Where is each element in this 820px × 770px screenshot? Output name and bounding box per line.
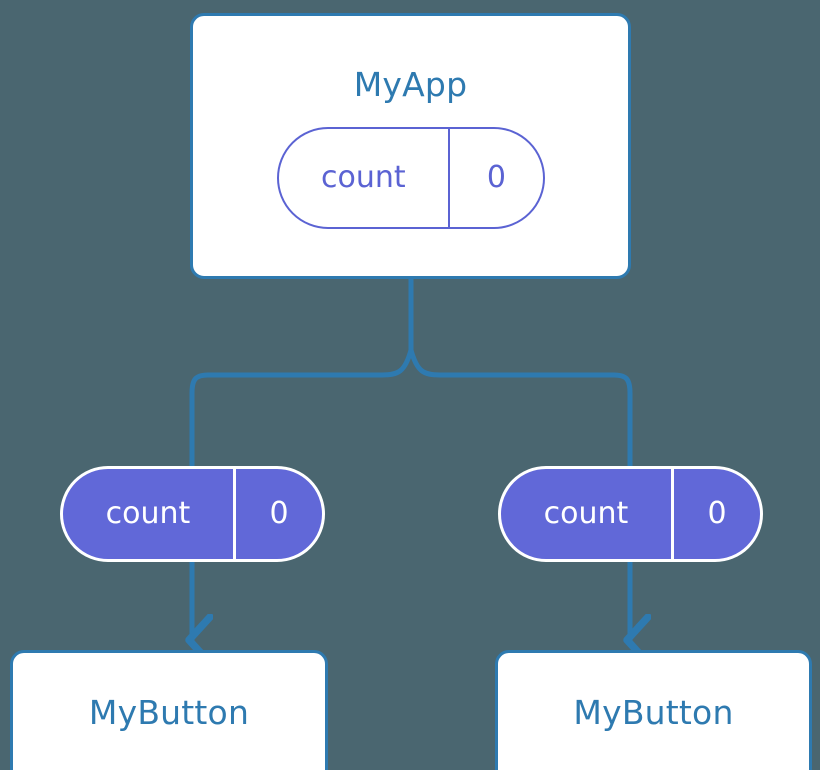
prop-flow-branch-right (408, 347, 633, 469)
state-pill-value: 0 (233, 469, 322, 559)
state-pill-value: 0 (671, 469, 760, 559)
component-box-mybutton-right[interactable]: MyButton (495, 650, 812, 770)
component-box-mybutton-left[interactable]: MyButton (10, 650, 328, 770)
state-pill-key: count (543, 496, 629, 531)
component-title-mybutton: MyButton (573, 693, 734, 732)
state-pill-myapp[interactable]: count 0 (277, 127, 545, 229)
state-pill-child-right[interactable]: count 0 (498, 466, 763, 562)
component-title-mybutton: MyButton (88, 693, 250, 732)
state-pill-key: count (321, 160, 406, 195)
component-title-myapp: MyApp (353, 65, 468, 104)
prop-flow-branch-left (189, 347, 414, 469)
state-pill-key: count (105, 496, 191, 531)
state-pill-value: 0 (447, 129, 543, 227)
state-pill-child-left[interactable]: count 0 (60, 466, 325, 562)
